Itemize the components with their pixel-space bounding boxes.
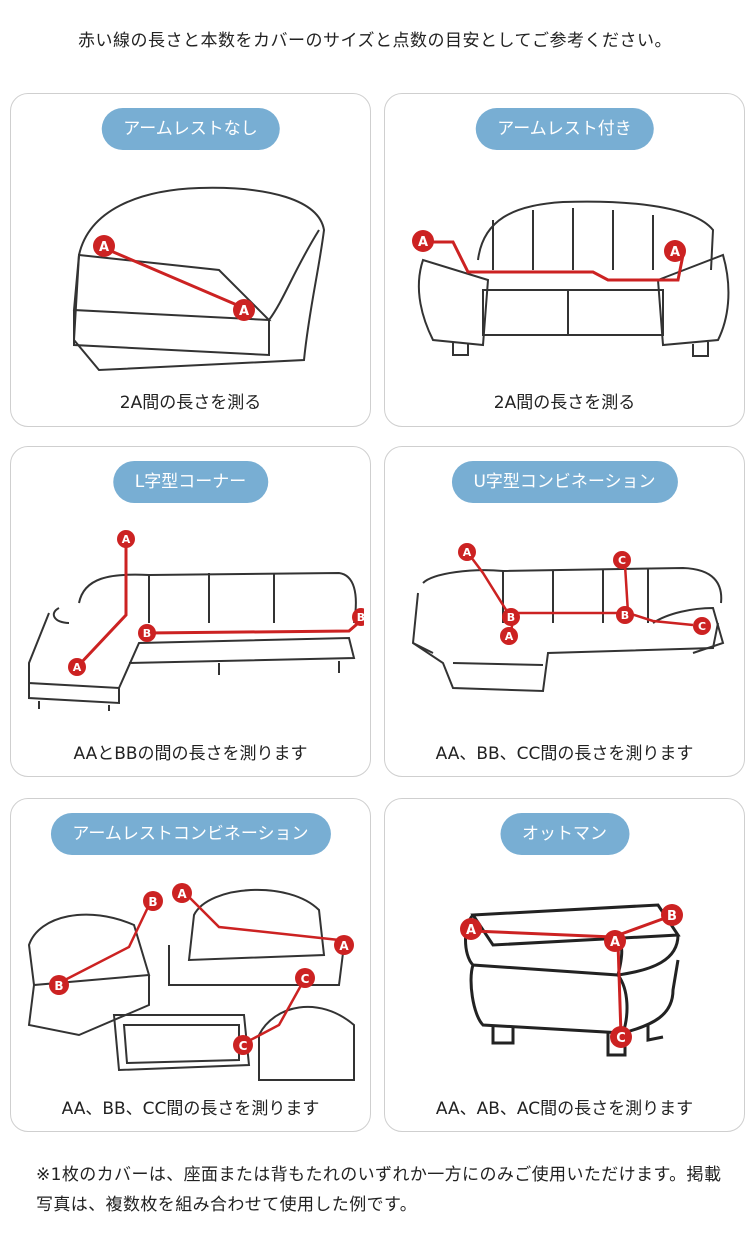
card-l-shape: L字型コーナー A A B B AAとBBの間の長さを測ります (10, 446, 371, 777)
sofa-u-shape-illustration: A A B B C C (411, 543, 725, 693)
card-with-armrest: アームレスト付き A A 2A間の長さを測る (384, 93, 745, 427)
marker-a: A (73, 661, 82, 674)
sofa-armrest-combination-illustration: B B A A C C (27, 883, 355, 1081)
marker-a: A (610, 935, 620, 950)
card-armless: アームレストなし A A 2A間の長さを測る (10, 93, 371, 427)
marker-a: A (339, 939, 349, 953)
card-armrest-combination: アームレストコンビネーション B B A A C C AA、BB、CC間の長さを… (10, 798, 371, 1132)
marker-a: A (122, 533, 131, 546)
card-title-with-armrest: アームレスト付き (475, 108, 654, 150)
marker-b: B (54, 979, 63, 993)
marker-a: A (670, 245, 680, 260)
sofa-armless-illustration: A A (72, 186, 326, 372)
usage-note: ※1枚のカバーは、座面または背もたれのいずれか一方にのみご使用いただけます。掲載… (36, 1165, 722, 1215)
marker-a: A (177, 887, 187, 901)
sofa-armrest-illustration: A A (412, 200, 730, 357)
card-title-ottoman: オットマン (500, 813, 629, 855)
marker-b: B (143, 627, 151, 640)
card-caption: AA、BB、CC間の長さを測ります (435, 744, 694, 764)
sofa-l-shape-illustration: A A B B (28, 530, 364, 711)
marker-c: C (618, 554, 626, 567)
marker-a: A (418, 235, 428, 250)
card-u-shape: U字型コンビネーション A A B B C C AA、BB、CC間の長さを測りま… (384, 446, 745, 777)
marker-a: A (466, 923, 476, 938)
card-title-u-shape: U字型コンビネーション (451, 461, 678, 503)
ottoman-illustration: A A B C (460, 903, 683, 1057)
card-title-armless: アームレストなし (101, 108, 280, 150)
marker-b: B (667, 909, 677, 924)
marker-a: A (99, 240, 109, 255)
marker-c: C (301, 972, 310, 986)
marker-c: C (616, 1031, 626, 1046)
page-header: 赤い線の長さと本数をカバーのサイズと点数の目安としてご参考ください。 (78, 31, 672, 51)
marker-a: A (463, 546, 472, 559)
card-title-l-shape: L字型コーナー (112, 461, 269, 503)
marker-a: A (239, 304, 249, 319)
marker-a: A (505, 630, 514, 643)
card-caption: 2A間の長さを測る (119, 393, 262, 413)
card-ottoman: オットマン A A B C AA、AB、AC間の長さを測ります (384, 798, 745, 1132)
card-caption: 2A間の長さを測る (493, 393, 636, 413)
card-caption: AAとBBの間の長さを測ります (73, 744, 308, 764)
card-title-armrest-combination: アームレストコンビネーション (50, 813, 331, 855)
marker-b: B (148, 895, 157, 909)
marker-b: B (507, 611, 515, 624)
marker-c: C (239, 1039, 248, 1053)
marker-c: C (698, 620, 706, 633)
card-caption: AA、BB、CC間の長さを測ります (61, 1099, 320, 1119)
marker-b: B (357, 611, 364, 624)
marker-b: B (621, 609, 629, 622)
card-caption: AA、AB、AC間の長さを測ります (435, 1099, 694, 1119)
